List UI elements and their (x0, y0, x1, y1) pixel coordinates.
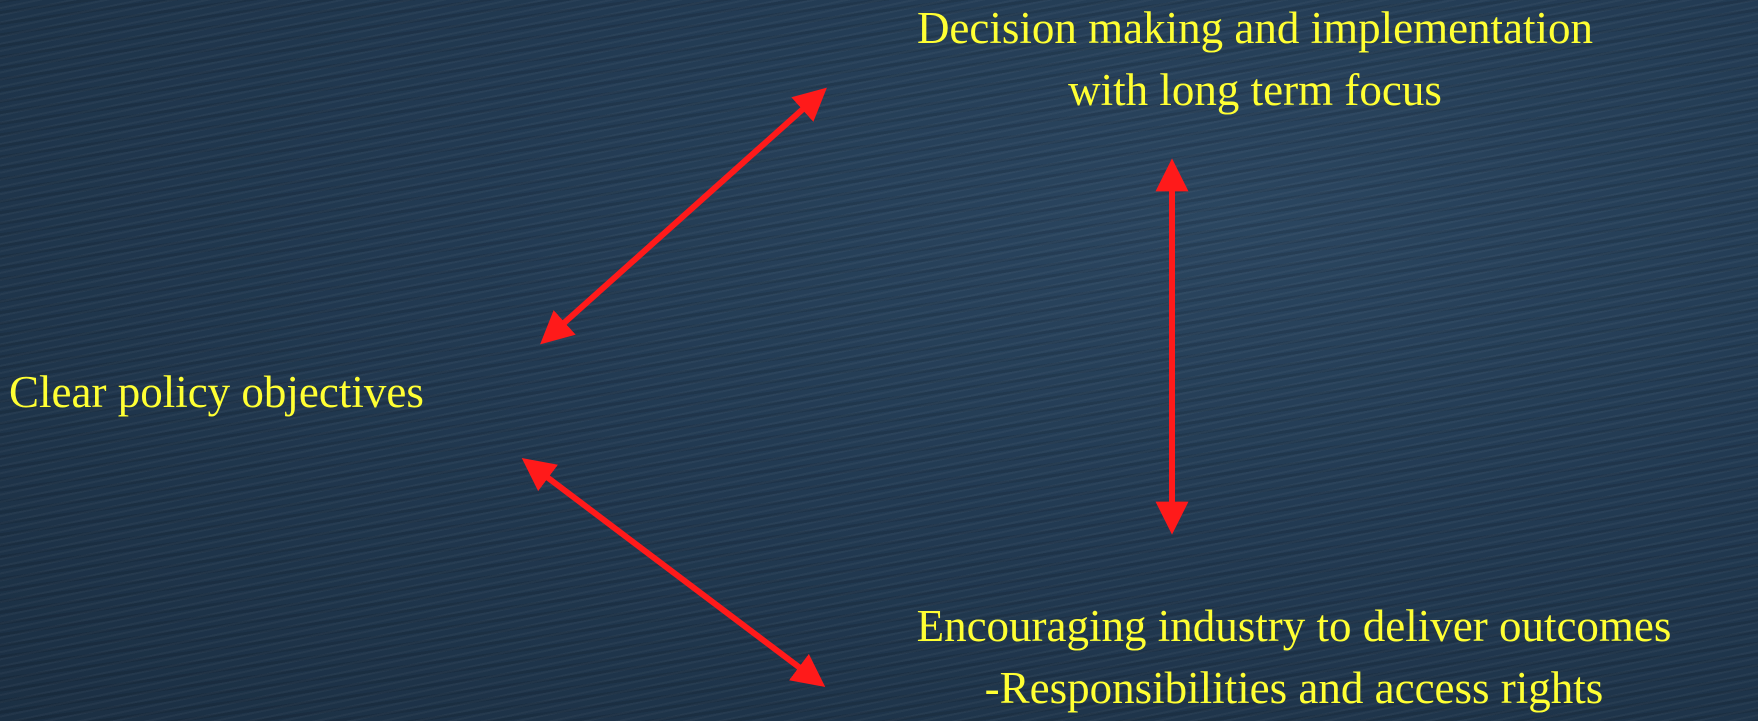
industry-outcomes-line-1: Encouraging industry to deliver outcomes (916, 601, 1672, 651)
industry-outcomes-line-2: -Responsibilities and access rights (984, 663, 1604, 713)
decision-making-line-1: Decision making and implementation (916, 3, 1594, 53)
decision-making-node: Decision making and implementation with … (840, 0, 1670, 121)
policy-objectives-node: Clear policy objectives (9, 361, 424, 423)
decision-making-line-2: with long term focus (1068, 65, 1442, 115)
industry-outcomes-node: Encouraging industry to deliver outcomes… (830, 595, 1758, 719)
policy-objectives-label: Clear policy objectives (9, 367, 424, 417)
arrow-left-top (540, 87, 827, 345)
arrow-left-bottom (521, 458, 826, 687)
